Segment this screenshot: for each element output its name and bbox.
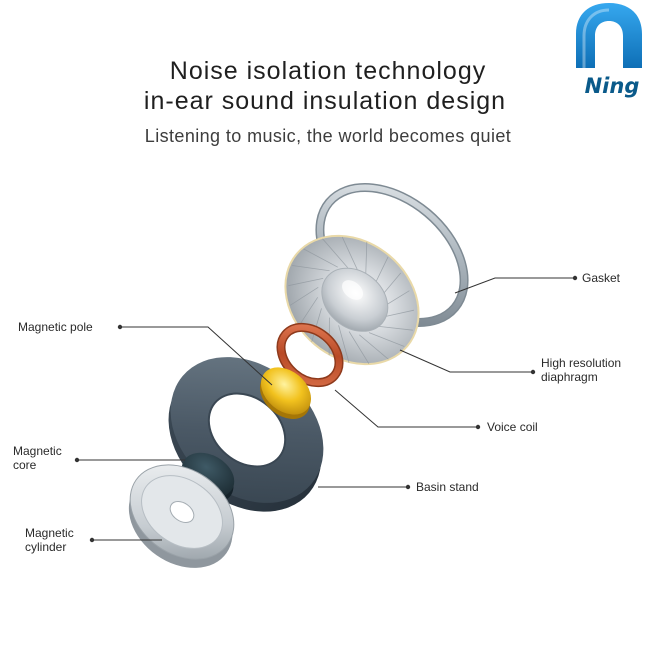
label-gasket: Gasket — [582, 271, 620, 285]
leader-gasket — [455, 278, 575, 293]
label-magnetic-pole: Magnetic pole — [18, 320, 93, 334]
label-diaphragm: High resolution diaphragm — [541, 356, 621, 384]
label-diaphragm-line-1: High resolution — [541, 356, 621, 370]
label-magnetic-core-line-2: core — [13, 458, 62, 472]
label-magnetic-cylinder-line-2: cylinder — [25, 540, 74, 554]
leader-diaphragm — [400, 350, 533, 372]
label-magnetic-cylinder: Magnetic cylinder — [25, 526, 74, 554]
label-voice-coil: Voice coil — [487, 420, 538, 434]
label-magnetic-core-line-1: Magnetic — [13, 444, 62, 458]
label-basin-stand: Basin stand — [416, 480, 479, 494]
leader-voice-coil — [335, 390, 478, 427]
label-magnetic-core: Magnetic core — [13, 444, 62, 472]
label-magnetic-cylinder-line-1: Magnetic — [25, 526, 74, 540]
label-diaphragm-line-2: diaphragm — [541, 370, 621, 384]
